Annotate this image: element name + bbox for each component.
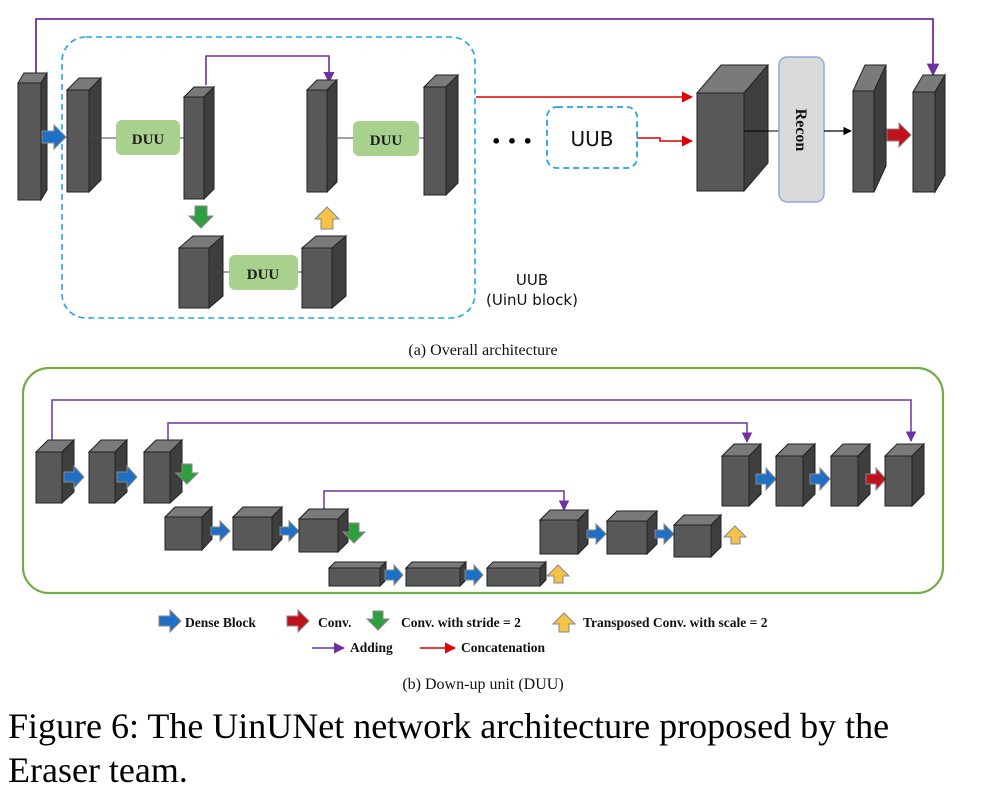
figure-caption: Figure 6: The UinUNet network architectu… (8, 706, 890, 790)
ellipsis: • • • (491, 132, 533, 151)
duu-mid-left-cube-3 (297, 507, 350, 554)
legend-conv: Conv. (318, 615, 351, 630)
duu-top-left-cube-2 (87, 438, 129, 505)
duu-mid-right-cube-1 (538, 508, 590, 556)
duu-dense-arrow-2 (116, 464, 138, 490)
duu-dense-arrow-1 (63, 464, 85, 490)
duu-label-2: DUU (370, 133, 403, 149)
duu-dense-arrow-10 (809, 466, 831, 492)
duu-bottom-cube-3 (485, 560, 548, 588)
transposed-conv-arrow-icon (313, 206, 341, 230)
output-feature-map (912, 73, 946, 194)
duu-stride-arrow-2 (341, 522, 367, 544)
duu-bottom-cube-2 (404, 560, 468, 588)
uub-feature-map-4 (422, 73, 460, 197)
conv-arrow-icon (886, 121, 912, 149)
dense-block-arrow-icon (41, 123, 67, 151)
duu-block-1: DUU (116, 120, 180, 155)
duu-transposed-arrow-2 (722, 525, 748, 545)
uub-caption-line1: UUB (516, 271, 548, 289)
duu-top-right-cube-2 (774, 442, 817, 508)
uub-container (61, 36, 476, 319)
duu-dense-arrow-4 (279, 519, 300, 543)
duu-bottom-cube-1 (327, 560, 388, 588)
duu-label-bottom: DUU (247, 267, 280, 283)
duu-dense-arrow-9 (755, 466, 777, 492)
duu-transposed-arrow-1 (545, 564, 571, 584)
subcaption-a: (a) Overall architecture (408, 342, 557, 359)
input-feature-map (17, 71, 48, 202)
duu-block-2: DUU (353, 121, 419, 156)
uub-feature-map-1 (65, 76, 103, 194)
subcaption-b: (b) Down-up unit (DUU) (402, 676, 563, 693)
duu-mid-right-cube-2 (605, 509, 659, 556)
recon-block: Recon (778, 56, 825, 203)
duu-panel (21, 366, 945, 595)
legend: Dense Block Conv. Conv. with stride = 2 … (158, 608, 768, 655)
duu-dense-arrow-7 (586, 522, 607, 546)
recon-output-feature-map (852, 64, 887, 193)
duu-dense-arrow-3 (210, 519, 231, 543)
duu-top-right-cube-1 (720, 442, 763, 508)
uub-feature-map-2 (182, 85, 216, 201)
duu-mid-right-cube-3 (672, 513, 723, 559)
legend-conv-stride-icon (365, 610, 391, 631)
uub-box: UUB (546, 106, 638, 169)
legend-conv-stride: Conv. with stride = 2 (401, 615, 521, 630)
part-a-overall-architecture: DUU DUU (17, 18, 946, 359)
uub-box-label: UUB (571, 127, 614, 151)
duu-middle-adding-skip (167, 422, 753, 444)
duu-outer-adding-skip (51, 399, 917, 443)
duu-dense-arrow-5 (384, 563, 404, 587)
uub-bottom-feature-map-2 (300, 234, 348, 310)
duu-top-right-cube-4 (883, 442, 926, 508)
global-adding-skip (35, 18, 940, 77)
legend-concatenation: Concatenation (461, 640, 545, 655)
duu-dense-arrow-6 (464, 563, 484, 587)
duu-top-right-cube-3 (829, 442, 872, 508)
legend-dense-block-icon (158, 608, 182, 634)
recon-label: Recon (792, 109, 809, 152)
duu-mid-left-cube-1 (163, 505, 214, 552)
legend-dense-block: Dense Block (185, 615, 256, 630)
duu-conv-arrow (865, 466, 887, 492)
duu-stride-arrow-1 (174, 463, 200, 485)
conv-stride-arrow-icon (187, 205, 215, 229)
duu-dense-arrow-8 (654, 522, 675, 546)
concatenated-feature-map (695, 63, 770, 193)
legend-conv-icon (286, 608, 310, 634)
duu-top-left-cube-3 (142, 438, 184, 505)
concat-arrow-uub (637, 135, 694, 147)
legend-transposed-conv: Transposed Conv. with scale = 2 (583, 615, 768, 630)
legend-adding: Adding (350, 640, 393, 655)
duu-label-1: DUU (132, 132, 165, 148)
legend-transposed-conv-icon (551, 612, 577, 633)
duu-block-bottom: DUU (229, 255, 298, 290)
part-b-down-up-unit (21, 366, 945, 595)
uub-caption-line2: (UinU block) (486, 291, 578, 309)
duu-mid-left-cube-2 (231, 505, 284, 552)
uub-inner-adding-skip (205, 55, 335, 85)
duu-inner-adding-skip (323, 490, 570, 512)
uub-feature-map-3 (305, 78, 339, 194)
